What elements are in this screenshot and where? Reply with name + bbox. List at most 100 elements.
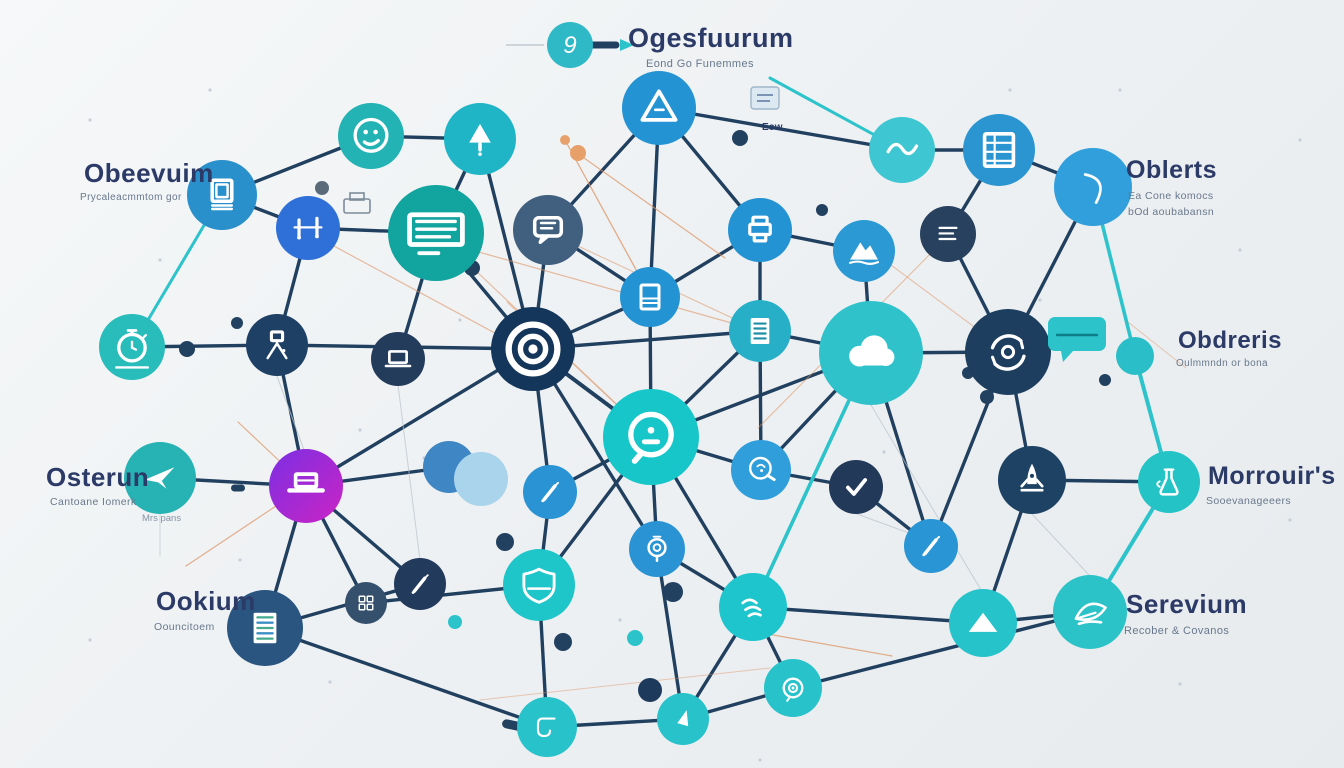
recycle-icon — [990, 334, 1026, 371]
speck — [88, 118, 92, 122]
mrs-pans-caption: Mrs pans — [142, 513, 181, 524]
edge — [655, 547, 685, 721]
node-shield-icon — [503, 549, 575, 621]
node-doc-icon — [729, 300, 791, 362]
search-face-icon — [748, 456, 776, 482]
node-stopwatch-icon — [99, 314, 165, 380]
label-subtitle: Oulmmndn or bona — [1176, 358, 1268, 369]
nodes-layer: 9 — [99, 22, 1200, 757]
edge — [304, 347, 535, 488]
connector-pill — [502, 719, 522, 731]
check-icon — [846, 478, 868, 496]
bird-icon — [144, 467, 175, 489]
node-hat-icon — [269, 449, 343, 523]
label-subtitle: bOd aoubabansn — [1128, 206, 1214, 218]
node-board-icon — [246, 314, 308, 376]
pen-icon — [541, 481, 560, 503]
edge — [1127, 321, 1187, 369]
bullseye-icon — [505, 321, 561, 377]
speck — [1288, 518, 1292, 522]
speck — [238, 558, 242, 562]
node-book-icon — [620, 267, 680, 327]
junction-dot — [179, 341, 195, 357]
node-grid-icon — [345, 582, 387, 624]
junction-dot — [816, 204, 828, 216]
label-title: Oblerts — [1126, 156, 1217, 184]
edge — [1031, 513, 1091, 577]
node-screen-icon — [388, 185, 484, 281]
node-hand-icon — [1053, 575, 1127, 649]
edge — [263, 626, 549, 729]
junction-dot — [554, 633, 572, 651]
node-triangle-icon — [622, 71, 696, 145]
label-subtitle: Oouncitoem — [154, 621, 215, 633]
svg-text:9: 9 — [563, 32, 576, 59]
connector-pill — [231, 484, 245, 492]
node-bird-icon — [124, 442, 196, 514]
pen-icon — [922, 535, 941, 557]
label-subtitle: Ea Cone komocs — [1128, 190, 1214, 202]
edge — [397, 384, 421, 561]
junction-dot — [732, 130, 748, 146]
node-flask-icon — [1138, 451, 1200, 513]
edge — [751, 605, 985, 625]
node-printer-icon — [728, 198, 792, 262]
chip-glyph-icon — [750, 86, 780, 110]
printer-icon — [748, 215, 772, 243]
label-oblerts: Oblerts Ea Cone komocs bOd aoubabansn — [1126, 156, 1217, 218]
node-wave-icon — [869, 117, 935, 183]
node-pen-icon — [523, 465, 577, 519]
node-target2-icon — [764, 659, 822, 717]
speck — [358, 428, 362, 432]
curve-icon — [1083, 173, 1102, 204]
mountain2-icon — [968, 612, 998, 632]
junction-dot — [570, 145, 586, 161]
book-icon — [639, 283, 661, 311]
node-cloud-icon — [819, 301, 923, 405]
node-pen-icon — [394, 558, 446, 610]
label-title: Osterun — [46, 462, 149, 492]
speck — [758, 758, 762, 762]
speck — [1038, 298, 1042, 302]
node-hook-icon — [517, 697, 577, 757]
junction-dot — [627, 630, 643, 646]
node-mountain2-icon — [949, 589, 1017, 657]
node-person-search-icon — [603, 389, 699, 485]
speck — [1238, 248, 1242, 252]
label-title: Morrouir's — [1208, 462, 1336, 490]
face-icon — [353, 117, 389, 153]
node-doc-lines-icon — [227, 590, 303, 666]
board-icon — [266, 330, 288, 360]
target2-icon — [782, 677, 804, 702]
node-check-icon — [829, 460, 883, 514]
printer-glyph-icon — [343, 192, 371, 214]
node-pen-tool-icon — [276, 196, 340, 260]
wave-icon — [886, 142, 919, 156]
speck — [1008, 88, 1012, 92]
stopwatch-icon — [115, 329, 149, 369]
mountain-icon — [848, 242, 880, 265]
node-rocket-icon — [998, 446, 1066, 514]
card-icon — [210, 178, 234, 211]
person-search-icon — [628, 411, 674, 464]
label-title: Ogesfuurum — [628, 23, 794, 53]
edge — [307, 231, 531, 353]
grid-icon — [358, 595, 374, 611]
edge — [276, 375, 305, 451]
wave2-icon — [741, 598, 762, 618]
node-mountain-icon — [833, 220, 895, 282]
node-lines-icon — [920, 206, 976, 262]
junction-dot — [448, 615, 462, 629]
speck — [882, 450, 886, 454]
speck — [1298, 138, 1302, 142]
cloud-icon — [849, 335, 895, 367]
junction-dot — [663, 582, 683, 602]
triangle-icon — [640, 89, 678, 122]
node-sail-icon — [657, 693, 709, 745]
